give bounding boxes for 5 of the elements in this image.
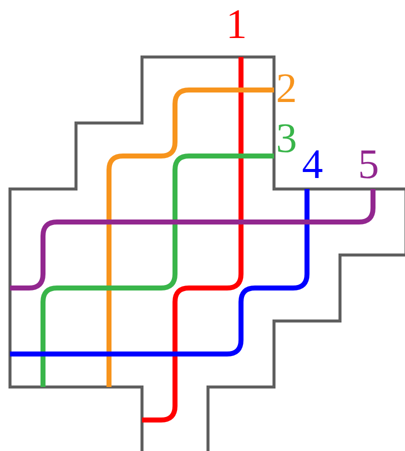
path-number: 5: [358, 144, 379, 186]
path-number: 4: [302, 144, 323, 186]
path-number: 2: [276, 68, 297, 110]
path-number: 1: [226, 4, 247, 46]
path-number: 3: [276, 118, 297, 160]
